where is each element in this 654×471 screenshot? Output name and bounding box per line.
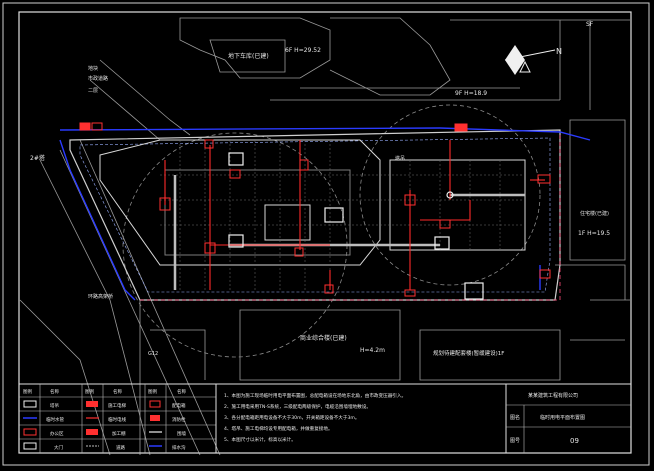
label-left-top2: 二层 — [88, 88, 98, 94]
label-bottom-elev: H=4.2m — [360, 347, 385, 354]
label-road-top-right: SF — [586, 21, 594, 28]
crane-3-icon — [434, 236, 450, 250]
crane-symbols — [228, 152, 484, 300]
temp-power-dashed — [140, 135, 561, 301]
legend-symbol-gate-icon — [23, 442, 37, 450]
legend-cell: 配电箱 — [172, 402, 186, 409]
site-boundary — [69, 129, 561, 301]
label-pod: 塔吊 — [395, 155, 405, 162]
title-block-label-no: 图号 — [510, 438, 520, 444]
crane-radius-circles — [122, 104, 541, 358]
note-line: 5、本图尺寸以米计，标高以米计。 — [224, 436, 296, 443]
label-building-right: 住宅楼(已建) — [580, 210, 609, 217]
inner-frame — [18, 11, 632, 454]
site-context — [19, 17, 630, 456]
label-left-mid: 地块 — [88, 65, 98, 72]
legend-symbol-box-icon — [149, 400, 161, 408]
note-line: 2、施工用电采用TN-S系统，三级配电两级保护，电缆沿围墙埋地敷设。 — [224, 403, 371, 410]
label-left-bottom: 环路高架桥 — [88, 293, 113, 300]
legend-cell: 名称 — [50, 388, 59, 395]
legend-cell: 图例 — [23, 388, 32, 395]
legend-cell: 加工棚 — [112, 430, 126, 437]
note-line: 3、各分配电箱距用电设备不大于30m，开关箱距设备不大于3m。 — [224, 414, 360, 421]
label-building-right-elev: 1F H=19.5 — [578, 230, 610, 237]
legend-symbol-hoist-icon — [86, 401, 98, 407]
title-block-drawing-no: 09 — [570, 437, 579, 445]
legend-table: 图例 名称 图例 名称 图例 名称 塔吊 施工电梯 配电箱 临时水管 临时电线 … — [18, 383, 217, 454]
legend-cell: 临时水管 — [46, 416, 64, 423]
title-block-drawing-name: 临时用电平面布置图 — [540, 414, 585, 421]
legend-cell: 消防栓 — [172, 416, 186, 423]
label-bottom-left-small: G12 — [148, 351, 158, 357]
distribution-boxes — [79, 122, 551, 297]
legend-cell: 图例 — [85, 388, 94, 395]
building-footprint — [99, 139, 526, 266]
legend-cell: 围墙 — [177, 430, 186, 437]
label-building-top: 地下车库(已建) — [228, 52, 269, 60]
crane-2-icon — [228, 234, 244, 248]
hoist-icon — [324, 207, 344, 223]
site-labels: SF 6F H=29.52 地下车库(已建) 9F H=18.9 1F H=19… — [30, 21, 610, 357]
legend-cell: 临时电线 — [108, 416, 126, 423]
north-arrow-letter: N — [556, 47, 562, 56]
note-line: 1、本图为施工现场临时用电平面布置图，总配电箱设在场地东北角，由市政变压器引入。 — [224, 392, 406, 399]
legend-cell: 名称 — [177, 388, 186, 395]
legend-symbol-crane-icon — [23, 400, 37, 408]
legend-cell: 排水沟 — [172, 444, 186, 451]
label-bottom-building: 商业综合楼(已建) — [300, 334, 347, 342]
legend-cell: 办公区 — [50, 430, 64, 437]
label-elevation-top: 6F H=29.52 — [285, 47, 321, 54]
title-block-label-name: 图名 — [510, 414, 520, 421]
label-left-mark: 2#塔 — [30, 154, 45, 162]
temp-power-lines — [164, 140, 545, 290]
legend-cell: 施工电梯 — [108, 402, 126, 409]
legend-cell: 大门 — [54, 444, 63, 451]
legend-symbol-office-icon — [23, 428, 37, 436]
label-bottom-right-building: 规划待建配套楼(暂缓建设)1F — [433, 349, 504, 357]
legend-cell: 名称 — [113, 388, 122, 395]
outer-frame — [2, 2, 650, 466]
legend-cell: 道路 — [116, 444, 125, 451]
north-arrow-icon — [504, 45, 556, 75]
title-block: 某某建筑工程有限公司 图名 临时用电平面布置图 图号 09 — [505, 383, 632, 454]
gate-icon — [464, 282, 484, 300]
title-block-company: 某某建筑工程有限公司 — [528, 392, 578, 399]
crane-1-icon — [228, 152, 244, 166]
notes-block: 1、本图为施工现场临时用电平面布置图，总配电箱设在场地东北角，由市政变压器引入。… — [215, 383, 507, 454]
legend-symbol-shed-icon — [86, 429, 98, 435]
legend-cell: 图例 — [148, 388, 157, 395]
legend-cell: 塔吊 — [50, 402, 59, 409]
legend-symbol-hydrant-icon — [150, 415, 160, 421]
label-elevation-right: 9F H=18.9 — [455, 90, 487, 97]
note-line: 4、塔吊、施工电梯均设专用配电箱，并做重复接地。 — [224, 425, 333, 432]
label-left-top: 市政道路 — [88, 75, 108, 82]
